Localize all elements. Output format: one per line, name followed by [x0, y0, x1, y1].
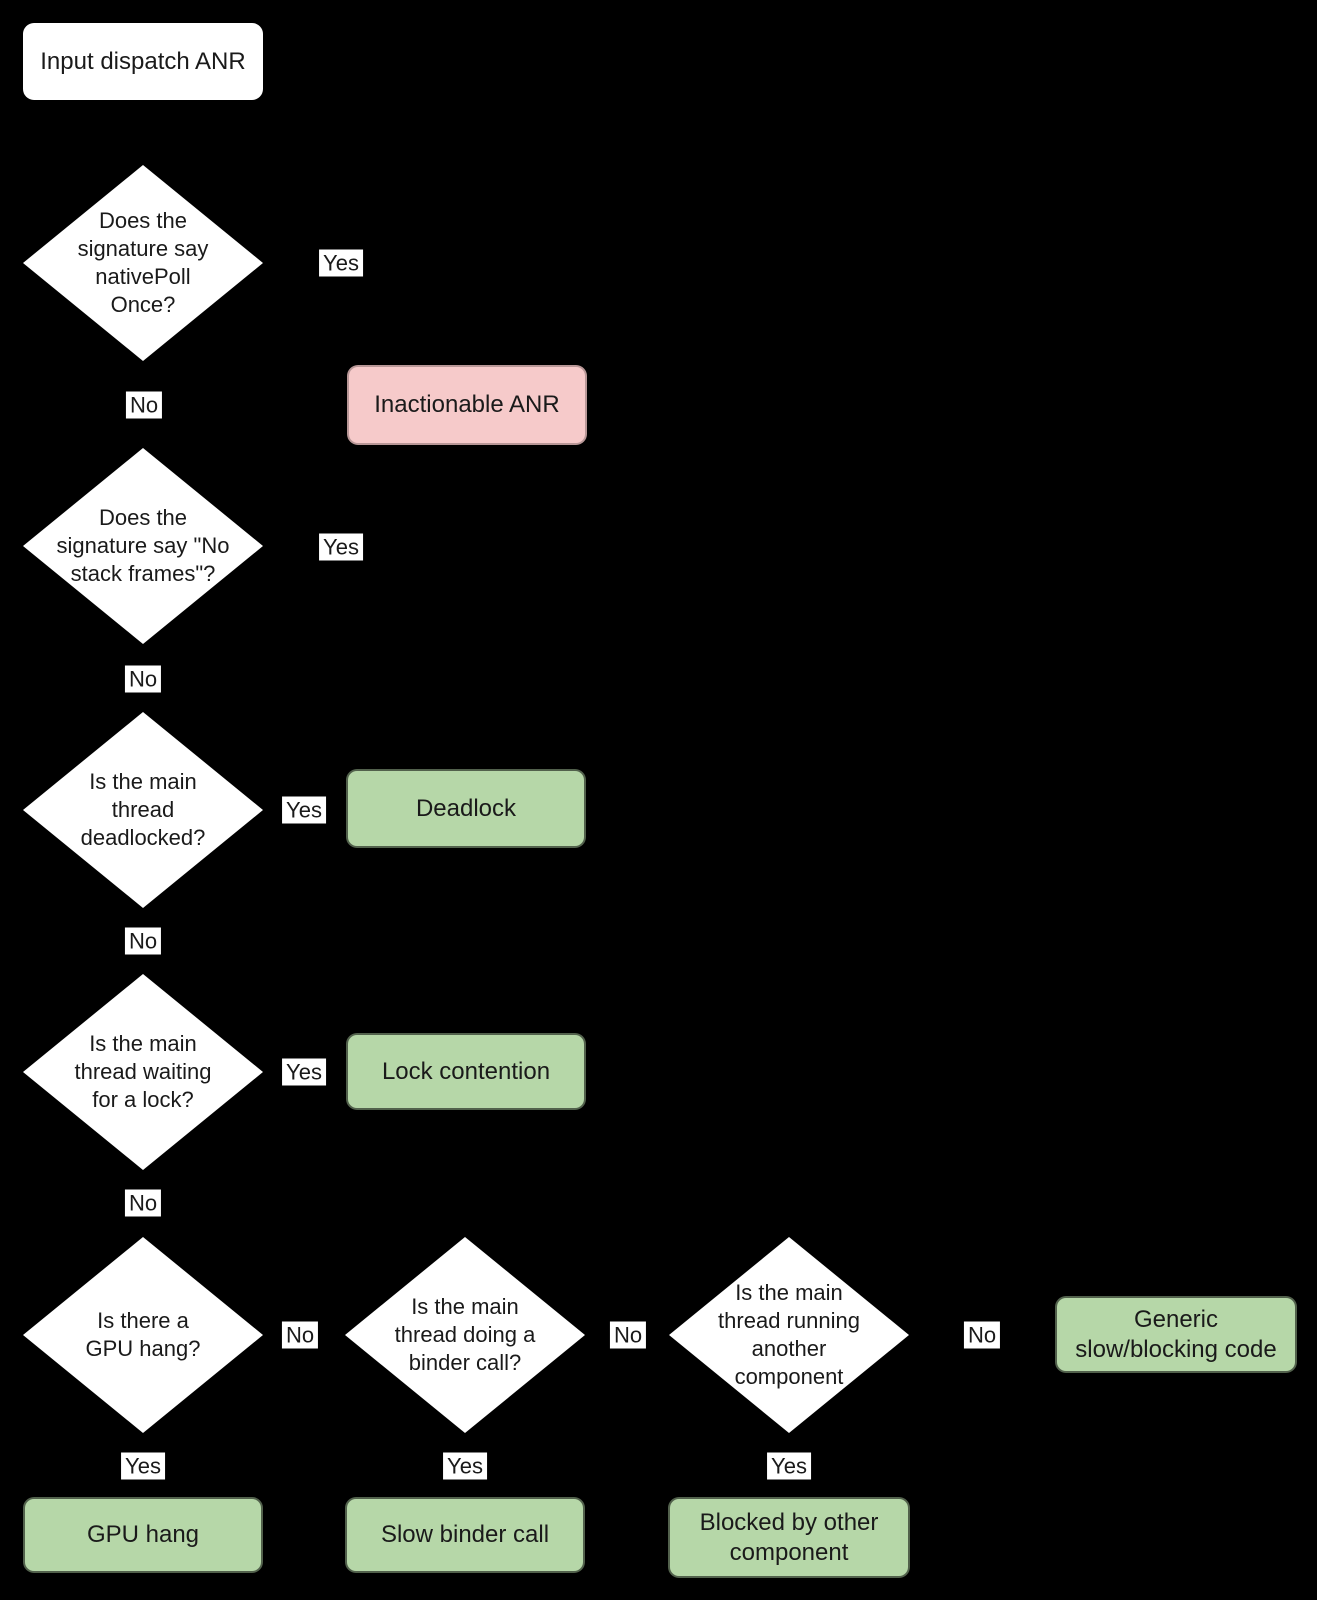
edge-label-yes-deadlocked: Yes: [282, 796, 326, 824]
edge-label-no-gpu-hang: No: [281, 1321, 319, 1349]
outcome-lock-contention: Lock contention: [346, 1033, 586, 1110]
decision-main-thread-deadlocked: Is the main thread deadlocked?: [23, 712, 263, 908]
edge-label-no-deadlocked: No: [124, 927, 162, 955]
decision-main-thread-waiting-lock: Is the main thread waiting for a lock?: [23, 974, 263, 1170]
edge-label-yes-no-stack-frames: Yes: [319, 533, 363, 561]
decision-running-other-component: Is the main thread running another compo…: [669, 1237, 909, 1433]
edge-label-no-other-component: No: [963, 1321, 1001, 1349]
decision-binder-call: Is the main thread doing a binder call?: [345, 1237, 585, 1433]
edge-label-no-waiting-lock: No: [124, 1189, 162, 1217]
edge-label-yes-other-component: Yes: [767, 1452, 811, 1480]
outcome-generic-slow-blocking-code: Generic slow/blocking code: [1055, 1296, 1297, 1373]
edge-label-no-binder-call: No: [609, 1321, 647, 1349]
edge-label-no-native-poll: No: [125, 391, 163, 419]
outcome-inactionable-anr: Inactionable ANR: [347, 365, 587, 445]
decision-native-poll-once: Does the signature say nativePoll Once?: [23, 165, 263, 361]
outcome-blocked-by-other-component: Blocked by other component: [668, 1497, 910, 1578]
edge-label-yes-binder-call: Yes: [443, 1452, 487, 1480]
edge-label-yes-native-poll: Yes: [319, 249, 363, 277]
start-node-input-dispatch-anr: Input dispatch ANR: [23, 23, 263, 100]
decision-gpu-hang: Is there a GPU hang?: [23, 1237, 263, 1433]
outcome-gpu-hang: GPU hang: [23, 1497, 263, 1573]
edge-label-yes-waiting-lock: Yes: [282, 1058, 326, 1086]
outcome-slow-binder-call: Slow binder call: [345, 1497, 585, 1573]
decision-no-stack-frames: Does the signature say "No stack frames"…: [23, 448, 263, 644]
edge-label-no-no-stack-frames: No: [124, 665, 162, 693]
edge-label-yes-gpu-hang: Yes: [121, 1452, 165, 1480]
outcome-deadlock: Deadlock: [346, 769, 586, 848]
